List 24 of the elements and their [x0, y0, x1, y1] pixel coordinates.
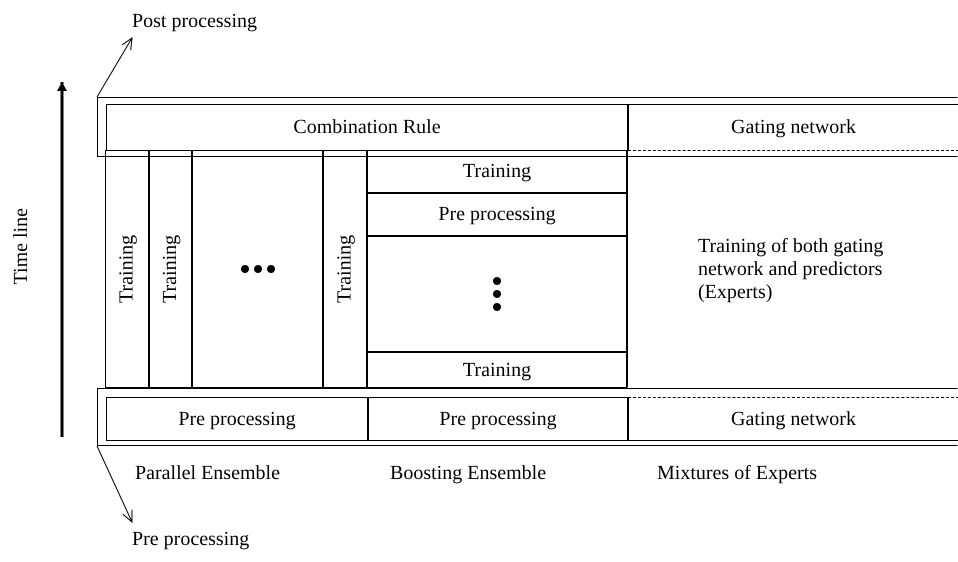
stage-cell: [192, 150, 323, 388]
stage-cell: Combination Rule: [106, 104, 628, 151]
column-label: Boosting Ensemble: [390, 462, 546, 485]
stage-cell: Training: [367, 150, 627, 193]
column-label: Parallel Ensemble: [135, 462, 280, 485]
band-frame: [97, 388, 958, 446]
column-label: Mixtures of Experts: [657, 462, 817, 485]
stage-cell: Pre processing: [367, 193, 627, 236]
stage-cell: Training of both gating network and predictors (Experts): [627, 150, 958, 388]
stage-cell: Gating network: [628, 397, 958, 441]
stage-label: Pre processing: [132, 522, 322, 556]
stage-cell: Pre processing: [106, 397, 368, 441]
stage-cell: Pre processing: [368, 397, 628, 441]
stage-cell: Training: [367, 352, 627, 388]
band-frame: [97, 97, 958, 157]
leader-arrow: [96, 446, 132, 522]
vertical-stage-cell: Training: [323, 150, 367, 388]
vertical-stage-cell: Training: [149, 150, 192, 388]
axis-label: Time line: [10, 208, 33, 284]
vertical-stage-cell: Training: [105, 150, 149, 388]
stage-label: Post processing: [132, 4, 322, 38]
stage-cell: Gating network: [628, 104, 958, 151]
stage-cell: [367, 236, 627, 352]
leader-arrow: [96, 38, 132, 98]
